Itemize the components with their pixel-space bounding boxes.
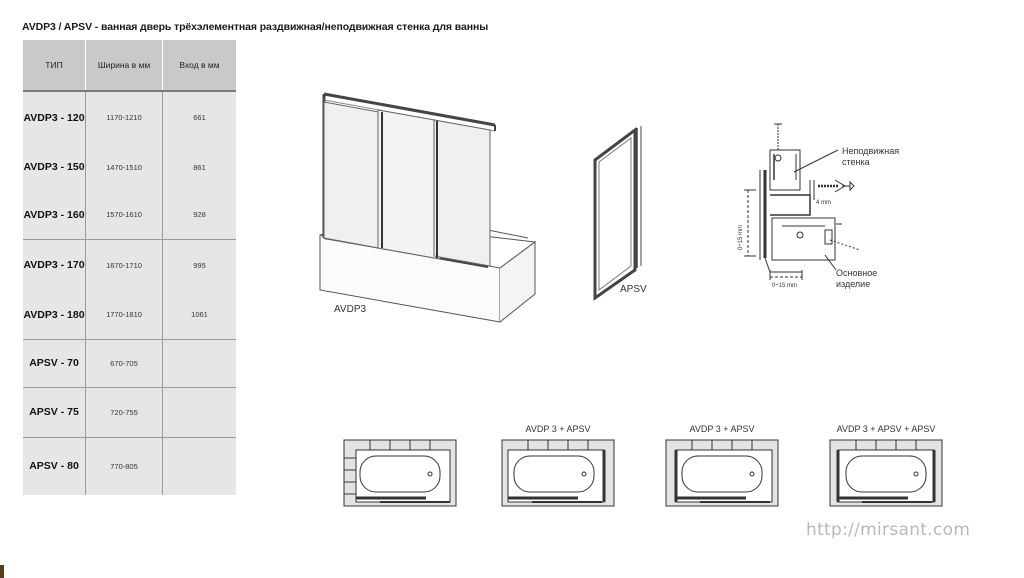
header-type: ТИП [23,40,86,91]
row-width: 1470-1510 [85,143,163,191]
page-title: AVDP3 / APSV - ванная дверь трёхэлементн… [22,21,489,33]
row-entry: 1061 [162,291,236,339]
table-header-row: ТИП Ширина в мм Вход в мм [23,40,236,91]
apsv-label: APSV [620,284,647,295]
header-width: Ширина в мм [85,40,163,91]
row-entry [162,386,236,437]
layout-plan: AVDP 3 + APSV [665,424,779,507]
row-width: 1770-1810 [85,291,163,339]
table-row: AVDP3 - 160 1570-1610 928 [23,191,236,239]
row-type: AVDP3 - 170 [23,238,86,291]
detail-drawing: Неподвижная стенка 4 mm 0÷15 mm 0÷15 mm … [738,123,899,289]
fixed-wall-label-2: стенка [842,157,870,167]
row-width: 720-755 [85,386,163,437]
row-entry: 928 [162,191,236,239]
fixed-wall-label-1: Неподвижная [842,146,899,156]
row-type: APSV - 70 [23,338,86,387]
table-row: AVDP3 - 120 1170-1210 661 [23,90,236,143]
watermark-url: http://mirsant.com [806,520,971,540]
corner-mark [0,565,4,578]
table-row: AVDP3 - 180 1770-1810 1061 [23,291,236,339]
table-row: AVDP3 - 150 1470-1510 861 [23,143,236,191]
row-entry [162,338,236,387]
layout-plan [343,439,457,507]
row-entry [162,436,236,495]
header-entry: Вход в мм [162,40,236,91]
row-width: 670-705 [85,338,163,387]
row-type: AVDP3 - 180 [23,291,86,339]
row-width: 1670-1710 [85,238,163,291]
base-label-1: Основное [836,268,877,278]
layout-plan: AVDP 3 + APSV + APSV [829,424,943,507]
gap-label: 4 mm [816,200,831,206]
layout-plan: AVDP 3 + APSV [501,424,615,507]
spec-table: ТИП Ширина в мм Вход в мм AVDP3 - 120 11… [23,40,236,495]
layout-label: AVDP 3 + APSV [690,424,755,434]
layout-label: AVDP 3 + APSV + APSV [837,424,936,434]
row-type: APSV - 80 [23,436,86,495]
row-entry: 861 [162,143,236,191]
row-width: 1570-1610 [85,191,163,239]
row-entry: 995 [162,238,236,291]
table-row: APSV - 75 720-755 [23,386,236,437]
base-label-2: изделие [836,279,870,289]
row-type: APSV - 75 [23,386,86,437]
horizontal-range-label: 0÷15 mm [772,283,797,289]
row-type: AVDP3 - 160 [23,191,86,239]
avdp3-label: AVDP3 [334,304,366,315]
vertical-range-label: 0÷15 mm [738,225,744,250]
row-width: 1170-1210 [85,90,163,143]
row-type: AVDP3 - 120 [23,90,86,143]
row-entry: 661 [162,90,236,143]
apsv-drawing: APSV [593,126,647,301]
table-row: AVDP3 - 170 1670-1710 995 [23,238,236,291]
avdp3-drawing: AVDP3 [319,92,537,323]
table-row: APSV - 70 670-705 [23,338,236,387]
row-type: AVDP3 - 150 [23,143,86,191]
row-width: 770-805 [85,436,163,495]
table-row: APSV - 80 770-805 [23,436,236,495]
layout-label: AVDP 3 + APSV [526,424,591,434]
layouts-row: AVDP 3 + APSV AVDP 3 + APSV AVDP 3 + APS… [340,420,960,520]
